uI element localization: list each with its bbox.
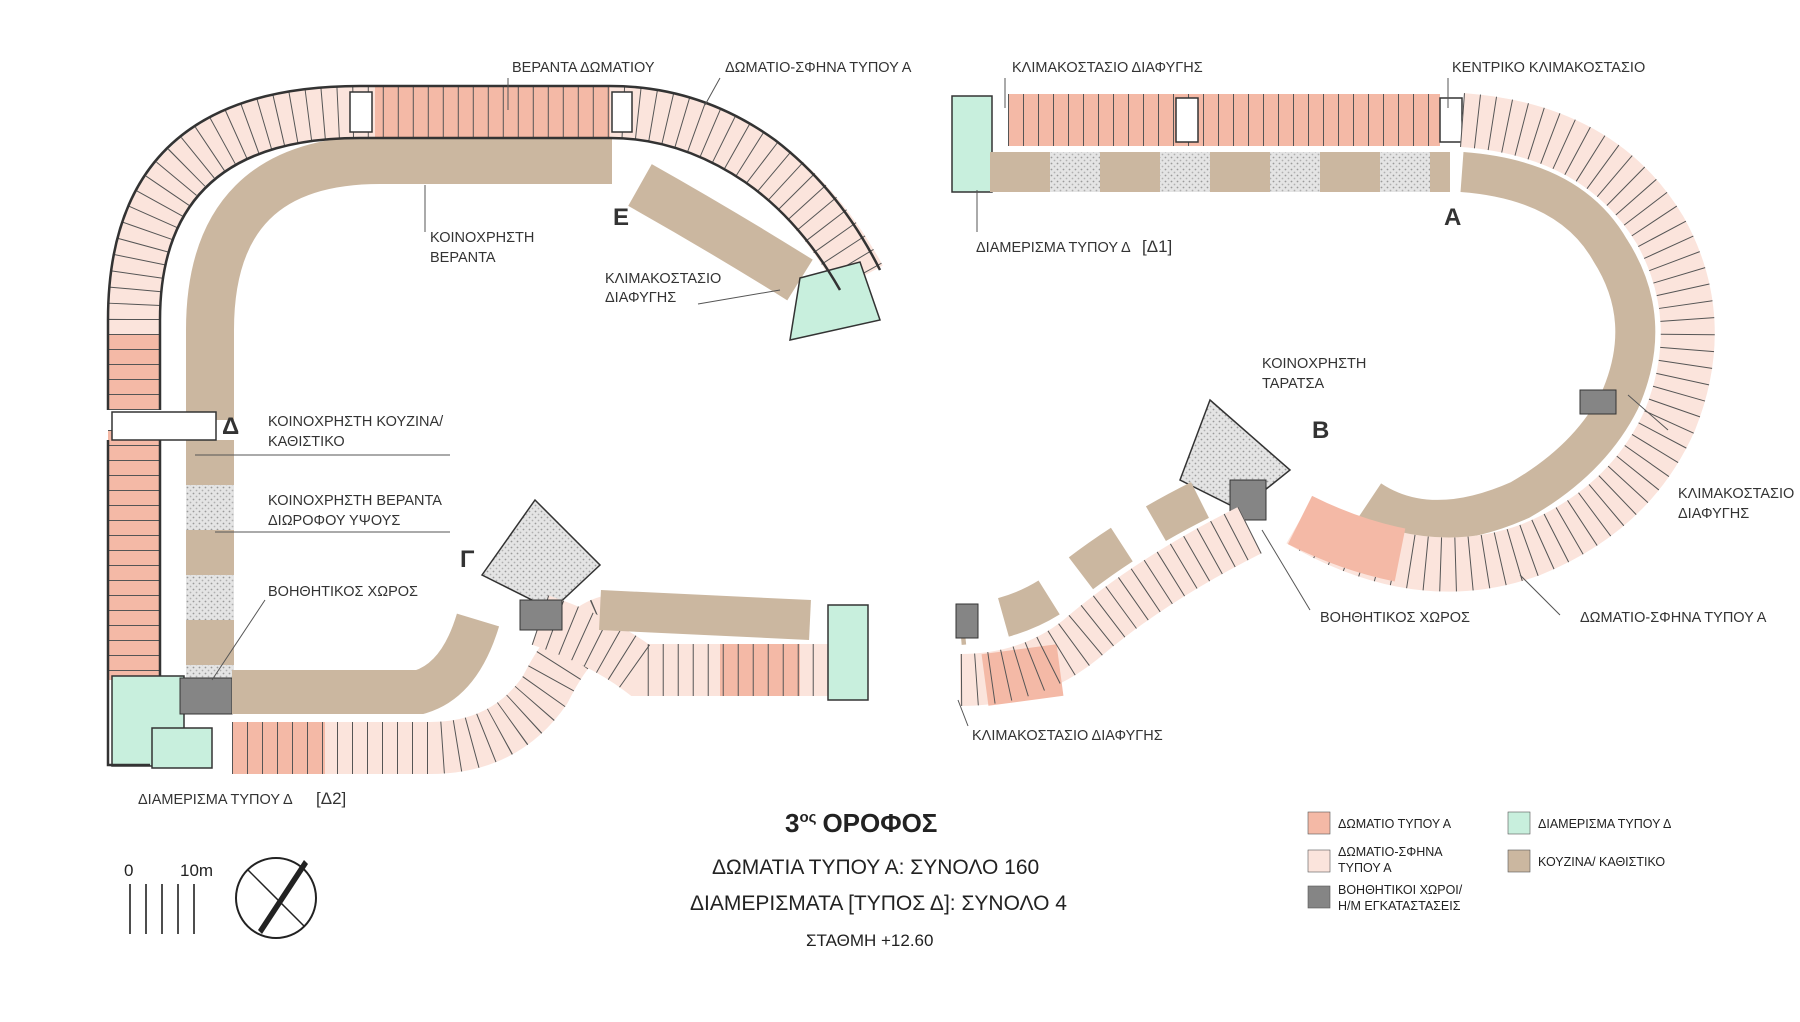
legend-kitchen: ΚΟΥΖΙΝΑ/ ΚΑΘΙΣΤΙΚΟ [1538,855,1665,869]
south-wing-kitchens [232,613,500,714]
escape-stair-e [789,261,881,341]
label-klimak-top-right: ΚΛΙΜΑΚΟΣΤΑΣΙΟ ΔΙΑΦΥΓΗΣ [1012,60,1203,76]
aux-space-left [179,677,233,715]
legend-aux-2: Η/Μ ΕΓΚΑΤΑΣΤΑΣΕΙΣ [1338,899,1461,913]
legend-swatch-wedge [1307,849,1331,873]
scale-end: 10m [180,861,213,880]
aux-space-g [519,599,563,631]
legend-apt-d: ΔΙΑΜΕΡΙΣΜΑ ΤΥΠΟΥ Δ [1538,817,1671,831]
legend-swatch-apt-d [1507,811,1531,835]
label-d1-tag: [Δ1] [1142,237,1172,256]
label-klimak-bottom-right: ΚΛΙΜΑΚΟΣΤΑΣΙΟ ΔΙΑΦΥΓΗΣ [972,728,1163,744]
scale-start: 0 [124,861,133,880]
plan-title-rest: ΟΡΟΦΟΣ [822,808,937,838]
east-curve-grid [1286,93,1715,592]
legend-wedge-2: ΤΥΠΟΥ Α [1338,861,1392,875]
aux-space-east [1579,389,1617,415]
label-taratsa-2: ΤΑΡΑΤΣΑ [1262,376,1324,392]
aux-space-southwest [955,603,979,639]
label-diamerisma-d1: ΔΙΑΜΕΡΙΣΜΑ ΤΥΠΟΥ Δ [976,240,1131,256]
east-arm-kitchens [599,590,811,640]
plan-title-number: 3 [785,808,799,838]
south-curve-rooms-a [1287,495,1406,582]
summary-rooms: ΔΩΜΑΤΙΑ ΤΥΠΟΥ Α: ΣΥΝΟΛΟ 160 [712,856,1039,879]
legend-swatch-room-a [1307,811,1331,835]
label-diorofi-2: ΔΙΩΡΟΦΟΥ ΥΨΟΥΣ [268,513,400,529]
label-kentriko: ΚΕΝΤΡΙΚΟ ΚΛΙΜΑΚΟΣΤΑΣΙΟ [1452,60,1645,76]
label-voithitikos-right: ΒΟΗΘΗΤΙΚΟΣ ΧΩΡΟΣ [1320,610,1470,626]
label-klimak-right-2: ΔΙΑΦΥΓΗΣ [1678,506,1749,522]
left-room-ring [108,86,883,410]
plan-title: 3ος ΟΡΟΦΟΣ [785,808,937,838]
left-inner-ring [186,136,813,420]
stair-core-top-mid [611,91,633,133]
label-kouzina-2: ΚΑΘΙΣΤΙΚΟ [268,434,345,450]
summary-apartments: ΔΙΑΜΕΡΙΣΜΑΤΑ [ΤΥΠΟΣ Δ]: ΣΥΝΟΛΟ 4 [690,892,1067,915]
label-veranta-domatiou: ΒΕΡΑΝΤΑ ΔΩΜΑΤΙΟΥ [512,60,655,76]
label-diamerisma-d2: ΔΙΑΜΕΡΙΣΜΑ ΤΥΠΟΥ Δ [138,792,293,808]
label-kouzina-1: ΚΟΙΝΟΧΡΗΣΤΗ ΚΟΥΖΙΝΑ/ [268,414,444,430]
label-d2-tag: [Δ2] [316,789,346,808]
marker-b: Β [1312,417,1329,444]
east-curve-kitchens [1358,152,1656,540]
apartment-end-east [827,604,869,701]
scale-bar: 0 10m [124,861,213,934]
label-taratsa-1: ΚΟΙΝΟΧΡΗΣΤΗ [1262,356,1366,372]
marker-g: Γ [460,546,475,573]
southwest-arm-rooms-a [981,644,1064,706]
marker-d: Δ [222,413,239,440]
marker-e: Ε [613,204,629,231]
stair-core-d [111,411,217,441]
left-building [106,84,883,774]
plan-title-sup: ος [799,809,816,826]
title-block: 3ος ΟΡΟΦΟΣ ΔΩΜΑΤΙΑ ΤΥΠΟΥ Α: ΣΥΝΟΛΟ 160 ΔΙ… [690,808,1067,950]
label-koinoxristi-veranta-1: ΚΟΙΝΟΧΡΗΣΤΗ [430,230,534,246]
label-klimak-right-1: ΚΛΙΜΑΚΟΣΤΑΣΙΟ [1678,486,1794,502]
southwest-arm-kitchens [958,482,1209,645]
level-elevation: ΣΤΑΘΜΗ +12.60 [806,931,933,950]
label-koinoxristi-veranta-2: ΒΕΡΑΝΤΑ [430,250,496,266]
apartment-d1 [951,95,993,193]
legend-wedge-1: ΔΩΜΑΤΙΟ-ΣΦΗΝΑ [1338,845,1443,859]
label-voithitikos-left: ΒΟΗΘΗΤΙΚΟΣ ΧΩΡΟΣ [268,584,418,600]
southwest-arm-grid [959,506,1262,706]
north-arrow-icon [235,857,317,939]
label-domatio-sfina-top: ΔΩΜΑΤΙΟ-ΣΦΗΝΑ ΤΥΠΟΥ Α [725,60,912,76]
label-klimakostasio-e-2: ΔΙΑΦΥΓΗΣ [605,290,676,306]
legend-aux-1: ΒΟΗΘΗΤΙΚΟΙ ΧΩΡΟΙ/ [1338,883,1463,897]
apartment-d2-annex [151,727,213,769]
label-klimakostasio-e-1: ΚΛΙΜΑΚΟΣΤΑΣΙΟ [605,271,721,287]
legend: ΔΩΜΑΤΙΟ ΤΥΠΟΥ Α ΔΩΜΑΤΙΟ-ΣΦΗΝΑ ΤΥΠΟΥ Α ΒΟ… [1307,811,1671,913]
central-stair [1439,97,1463,143]
shared-terrace-g [480,498,602,611]
marker-a: Α [1444,204,1461,231]
label-diorofi-1: ΚΟΙΝΟΧΡΗΣΤΗ ΒΕΡΑΝΤΑ [268,493,442,509]
west-wing-walls [106,440,162,767]
legend-swatch-kitchen [1507,849,1531,873]
annotations: ΒΕΡΑΝΤΑ ΔΩΜΑΤΙΟΥ ΔΩΜΑΤΙΟ-ΣΦΗΝΑ ΤΥΠΟΥ Α Κ… [138,60,1794,808]
legend-room-a: ΔΩΜΑΤΙΟ ΤΥΠΟΥ Α [1338,817,1452,831]
label-domatio-sfina-right: ΔΩΜΑΤΙΟ-ΣΦΗΝΑ ΤΥΠΟΥ Α [1580,610,1767,626]
stair-core-top-left [349,91,373,133]
right-building [951,93,1715,706]
leader-lines [195,77,1669,727]
legend-swatch-aux [1307,885,1331,909]
left-building-walls [106,84,882,410]
escape-stair-top [1175,97,1199,143]
